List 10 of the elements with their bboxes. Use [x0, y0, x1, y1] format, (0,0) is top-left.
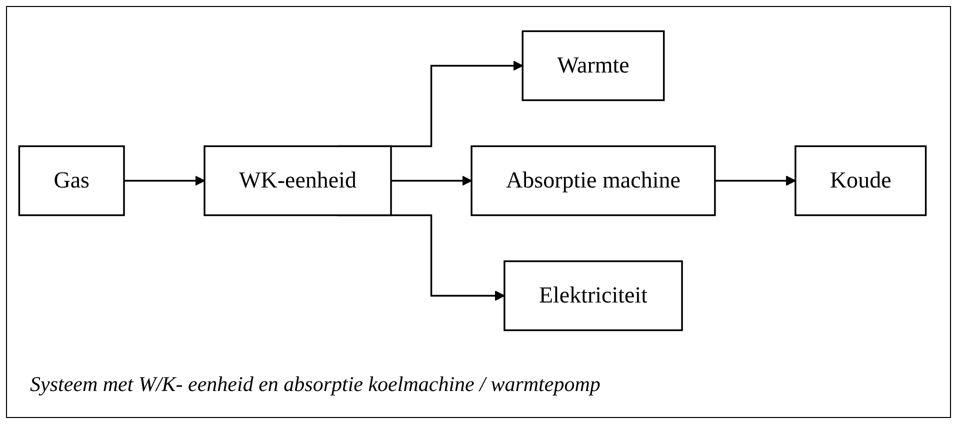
node-box: Absorptie machine: [470, 146, 716, 216]
arrow: [124, 176, 205, 186]
node-box: Warmte: [522, 30, 665, 102]
node-box: WK-eenheid: [204, 146, 392, 216]
node-box: Gas: [18, 146, 125, 216]
node-box: Elektriciteit: [504, 260, 683, 332]
arrow: [391, 176, 472, 186]
node-box: Koude: [794, 146, 927, 216]
caption: Systeem met W/K- eenheid en absorptie koelmachine / warmtepomp: [30, 372, 600, 397]
arrow: [714, 176, 796, 186]
